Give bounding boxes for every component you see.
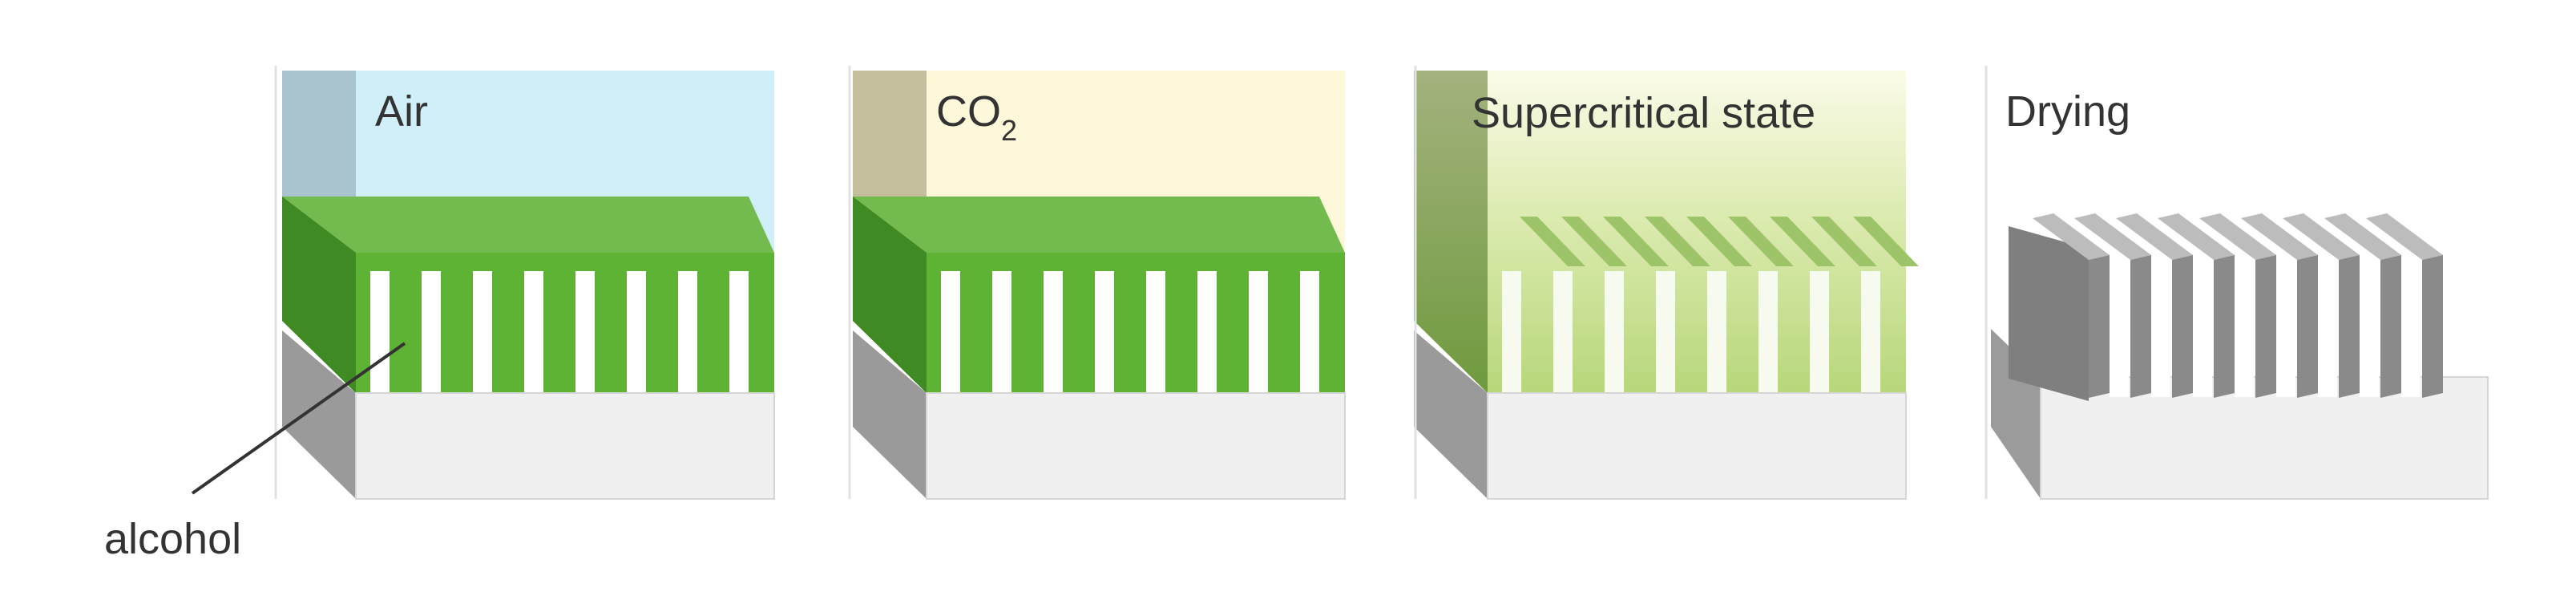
liquid-side xyxy=(282,197,356,393)
ridge-top xyxy=(2366,213,2443,260)
pillar-gap xyxy=(473,271,492,393)
air-label: Air xyxy=(375,87,428,136)
pillar-gap xyxy=(2360,265,2379,397)
panel-2 xyxy=(853,71,1346,500)
co2-label: CO2 xyxy=(936,87,1017,144)
pillar-gap xyxy=(678,271,697,393)
supercritical-label: Supercritical state xyxy=(1472,89,1816,137)
pillar-gap xyxy=(2276,265,2295,397)
substrate-side xyxy=(853,330,927,499)
ridge-top xyxy=(1561,217,1627,266)
drying-label: Drying xyxy=(2005,87,2131,136)
pillar-gap xyxy=(370,271,390,393)
pillar-gap xyxy=(2401,265,2421,397)
pillar-gap xyxy=(1197,271,1217,393)
pillar-gap xyxy=(1553,271,1573,393)
pillar-gap xyxy=(627,271,646,393)
pillar-gap xyxy=(2110,265,2129,397)
pillar-gap xyxy=(1249,271,1268,393)
ridge-top xyxy=(1686,217,1752,266)
substrate-front xyxy=(1487,392,1907,500)
pillar-gap xyxy=(1758,271,1778,393)
pillar-gap xyxy=(2193,265,2212,397)
pillar-gap xyxy=(2318,265,2337,397)
pillar-gap xyxy=(992,271,1011,393)
pillar-gap xyxy=(1044,271,1063,393)
ridge-top xyxy=(1770,217,1835,266)
ridge-top xyxy=(1603,217,1669,266)
substrate-side xyxy=(1414,330,1488,499)
pillar-gap xyxy=(1095,271,1114,393)
liquid-side xyxy=(853,197,927,393)
co2-label-subscript: 2 xyxy=(1001,113,1018,147)
ridge-face xyxy=(2214,255,2235,398)
ridge-top xyxy=(1853,217,1919,266)
ridge-face xyxy=(2172,255,2193,398)
ridge-face xyxy=(2255,255,2276,398)
alcohol-callout-line xyxy=(191,342,406,495)
liquid-top xyxy=(853,197,1345,253)
pillar-gap xyxy=(1502,271,1521,393)
pillar-gap xyxy=(941,271,960,393)
substrate-front xyxy=(355,392,775,500)
ridge-top xyxy=(2283,213,2360,260)
pillar-gap xyxy=(1656,271,1675,393)
alcohol-label: alcohol xyxy=(104,515,242,563)
ridge-face xyxy=(2339,255,2360,398)
pillar-gap xyxy=(1300,271,1319,393)
pillar-gap xyxy=(729,271,749,393)
ridge-top xyxy=(1645,217,1710,266)
ridge-face xyxy=(2130,255,2151,398)
pillar-gap xyxy=(1707,271,1726,393)
ridge-face xyxy=(2422,255,2443,398)
ridge-top xyxy=(1811,217,1877,266)
ridge-top xyxy=(1520,217,1585,266)
liquid-front xyxy=(927,253,1345,393)
pillar-gap xyxy=(575,271,595,393)
ridge-top xyxy=(2074,213,2151,260)
pillar-gap xyxy=(1861,271,1880,393)
pillar-gap xyxy=(524,271,543,393)
fluid-side xyxy=(1414,71,1488,393)
ridge-top xyxy=(2158,213,2235,260)
pillar-gap xyxy=(1605,271,1624,393)
ridge-top xyxy=(1728,217,1794,266)
substrate-front xyxy=(926,392,1346,500)
panel-3 xyxy=(1414,71,1919,500)
ridge-top xyxy=(2033,213,2110,260)
ridge-face xyxy=(2380,255,2401,398)
ridge-top xyxy=(2116,213,2193,260)
co2-label-main: CO xyxy=(936,87,1001,136)
panel-1 xyxy=(282,71,775,500)
pillar-gap xyxy=(1146,271,1165,393)
ridge-face xyxy=(2297,255,2318,398)
ridge-top xyxy=(2324,213,2401,260)
pillar-gap xyxy=(2235,265,2254,397)
ridge-side xyxy=(2009,226,2089,401)
liquid-front xyxy=(356,253,774,393)
ridge-top xyxy=(2199,213,2276,260)
ridge-top xyxy=(2241,213,2318,260)
substrate-side xyxy=(282,330,356,499)
panel-4 xyxy=(1991,213,2489,500)
liquid-top xyxy=(282,197,774,253)
pillar-gap xyxy=(2151,265,2170,397)
pillar-gap xyxy=(422,271,441,393)
pillar-gap xyxy=(1810,271,1829,393)
ridge-face xyxy=(2089,255,2110,398)
